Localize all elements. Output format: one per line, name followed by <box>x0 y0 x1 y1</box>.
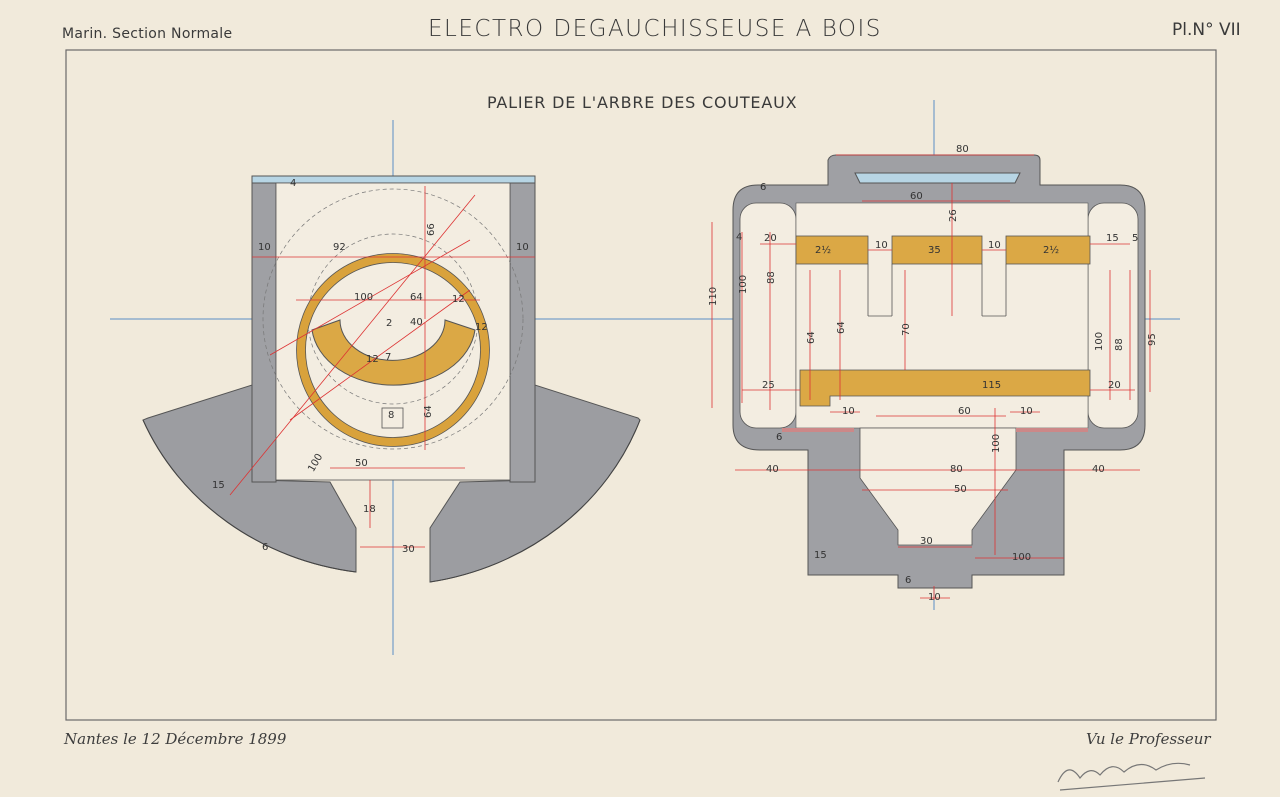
dim-label: 40 <box>766 464 779 475</box>
dim-label: 4 <box>290 178 296 189</box>
dim-label: 20 <box>764 233 777 244</box>
dim-label: 95 <box>1147 333 1158 346</box>
dim-label: 5 <box>1132 233 1138 244</box>
dim-label: 12 <box>366 354 379 365</box>
dim-label: 100 <box>1094 332 1105 351</box>
drawing-title: ELECTRO DEGAUCHISSEUSE A BOIS <box>428 16 882 42</box>
bearing-ring-inline <box>305 262 481 438</box>
drawing-border <box>65 49 1217 721</box>
dim-label: 35 <box>928 245 941 256</box>
dim-label: 12 <box>452 294 465 305</box>
professor-approval: Vu le Professeur <box>1086 730 1211 748</box>
dim-label: 10 <box>1020 406 1033 417</box>
hatch-left <box>782 428 854 432</box>
dim-label: 40 <box>1092 464 1105 475</box>
dim-label: 10 <box>516 242 529 253</box>
dim-label: 6 <box>760 182 766 193</box>
dim-label: 30 <box>920 536 933 547</box>
dim-label: 115 <box>982 380 1001 391</box>
dim-label: 6 <box>262 542 268 553</box>
dim-label: 70 <box>901 323 912 336</box>
bush-top-left <box>795 235 869 265</box>
dim-label: 88 <box>1114 338 1125 351</box>
dim-label: 25 <box>762 380 775 391</box>
bearing-ring <box>296 253 490 447</box>
dim-label: 100 <box>991 434 1002 453</box>
dim-label: 15 <box>814 550 827 561</box>
dim-label: 60 <box>910 191 923 202</box>
dim-label: 88 <box>766 271 777 284</box>
dim-label: 26 <box>948 209 959 222</box>
dim-label: 100 <box>738 275 749 294</box>
bearing-ring-outline <box>296 253 490 447</box>
dim-label: 12 <box>475 322 488 333</box>
bush-top-right <box>1005 235 1091 265</box>
dim-label: 6 <box>776 432 782 443</box>
dim-label: 64 <box>423 405 434 418</box>
right-wall <box>509 181 536 483</box>
dim-label: 60 <box>958 406 971 417</box>
dim-label: 80 <box>950 464 963 475</box>
dim-label: 10 <box>988 240 1001 251</box>
dim-label: 100 <box>354 292 373 303</box>
dim-label: 2 <box>386 318 392 329</box>
dim-label: 80 <box>956 144 969 155</box>
dim-label: 110 <box>708 287 719 306</box>
dim-label: 4 <box>736 232 742 243</box>
dim-label: 66 <box>426 223 437 236</box>
slot-lines <box>867 264 1007 317</box>
lower-chamber <box>859 427 1017 546</box>
dashed-circle-outer <box>262 188 524 450</box>
bush-bottom <box>799 369 1091 407</box>
dim-label: 10 <box>928 592 941 603</box>
plate-number: Pl.N° VII <box>1172 20 1241 40</box>
dim-label: 20 <box>1108 380 1121 391</box>
dim-label: 15 <box>1106 233 1119 244</box>
drawing-subtitle: PALIER DE L'ARBRE DES COUTEAUX <box>487 93 798 112</box>
dim-label: 50 <box>954 484 967 495</box>
dim-label: 50 <box>355 458 368 469</box>
right-dim-lines <box>711 154 1151 600</box>
dim-label: 100 <box>1012 552 1031 563</box>
housing-cap <box>854 172 1021 184</box>
dim-label: 64 <box>410 292 423 303</box>
dim-label: 18 <box>363 504 376 515</box>
bush-top-center <box>891 235 983 265</box>
dim-label: 40 <box>410 317 423 328</box>
dim-label: 7 <box>385 352 391 363</box>
dim-label: 64 <box>836 321 847 334</box>
dim-label: 15 <box>212 480 225 491</box>
dim-label: 8 <box>388 410 394 421</box>
left-dim-labels: 4 10 92 66 10 100 64 12 40 12 12 7 64 8 … <box>212 178 529 555</box>
right-arc-rim <box>429 419 641 583</box>
left-arc-rim <box>142 419 357 573</box>
left-dim-lines <box>229 186 535 548</box>
dim-label: 6 <box>905 575 911 586</box>
dim-label: 2½ <box>1043 244 1059 256</box>
left-view: 4 10 92 66 10 100 64 12 40 12 12 7 64 8 … <box>110 120 1180 655</box>
drawing-date: Nantes le 12 Décembre 1899 <box>64 730 287 748</box>
right-dim-labels: 80 60 20 2½ 10 35 10 2½ 15 5 26 6 4 110 … <box>708 144 1158 603</box>
dim-label: 10 <box>842 406 855 417</box>
dim-label: 30 <box>402 544 415 555</box>
school-label: Marin. Section Normale <box>62 26 233 42</box>
professor-signature <box>1057 762 1206 791</box>
key-slot <box>381 407 404 429</box>
dim-label: 92 <box>333 242 346 253</box>
right-view: 80 60 20 2½ 10 35 10 2½ 15 5 26 6 4 110 … <box>708 100 1158 610</box>
dim-label: 10 <box>875 240 888 251</box>
hatch-right <box>1016 428 1088 432</box>
dim-label: 64 <box>806 331 817 344</box>
dim-label: 10 <box>258 242 271 253</box>
dim-label: 2½ <box>815 244 831 256</box>
